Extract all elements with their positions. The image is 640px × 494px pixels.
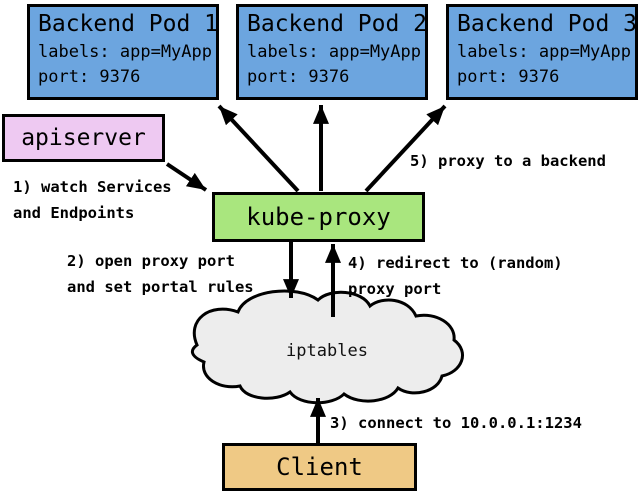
apiserver-label: apiserver [21, 125, 146, 151]
apiserver-box: apiserver [2, 114, 165, 162]
annotation-step2-line1: 2) open proxy port [67, 252, 235, 270]
annotation-step1-line1: 1) watch Services [13, 178, 172, 196]
annotation-step5: 5) proxy to a backend [410, 152, 606, 170]
backend-pod-2-title: Backend Pod 2 [247, 11, 428, 37]
backend-pod-1-box: Backend Pod 1 labels: app=MyApp port: 93… [27, 4, 219, 100]
annotation-step1: 1) watch Services and Endpoints [13, 174, 172, 226]
backend-pod-2-box: Backend Pod 2 labels: app=MyApp port: 93… [236, 4, 428, 100]
backend-pod-3-box: Backend Pod 3 labels: app=MyApp port: 93… [446, 4, 638, 100]
arrow-kubeproxy-to-pod3 [364, 104, 447, 193]
backend-pod-2-port: port: 9376 [247, 67, 350, 87]
annotation-step4-line2: proxy port [348, 280, 442, 298]
annotation-step4: 4) redirect to (random) proxy port [348, 250, 563, 302]
annotation-step2: 2) open proxy port and set portal rules [67, 248, 254, 300]
arrow-kubeproxy-to-pod1 [217, 104, 300, 193]
backend-pod-3-title: Backend Pod 3 [457, 11, 638, 37]
annotation-step4-line1: 4) redirect to (random) [348, 254, 563, 272]
arrow-apiserver-to-kubeproxy [165, 162, 208, 192]
iptables-label: iptables [286, 341, 368, 361]
annotation-step2-line2: and set portal rules [67, 278, 254, 296]
kube-proxy-box: kube-proxy [212, 192, 425, 242]
backend-pod-1-port: port: 9376 [38, 67, 141, 87]
backend-pod-3-port: port: 9376 [457, 67, 560, 87]
client-box: Client [222, 443, 417, 491]
backend-pod-2-labels: labels: app=MyApp [247, 42, 421, 62]
client-label: Client [276, 453, 363, 481]
annotation-step1-line2: and Endpoints [13, 204, 135, 222]
kube-proxy-label: kube-proxy [246, 203, 391, 231]
backend-pod-1-labels: labels: app=MyApp [38, 42, 212, 62]
annotation-step3: 3) connect to 10.0.0.1:1234 [330, 414, 582, 432]
backend-pod-1-title: Backend Pod 1 [38, 11, 219, 37]
backend-pod-3-labels: labels: app=MyApp [457, 42, 631, 62]
